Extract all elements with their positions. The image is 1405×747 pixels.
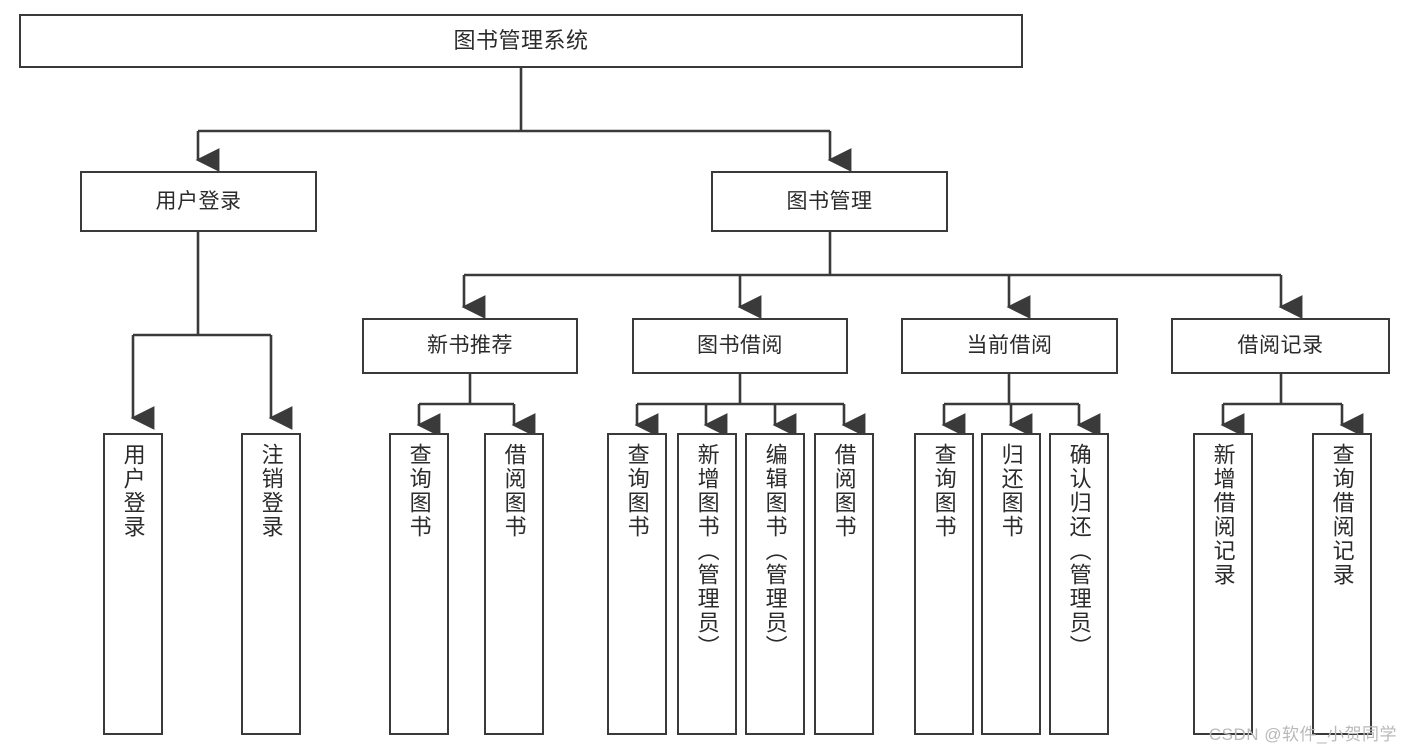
- node-label: 新增图书（管理员）: [694, 443, 720, 659]
- node-leaf-user-login[interactable]: 用户登录: [103, 433, 163, 735]
- node-label: 用户登录: [120, 443, 146, 539]
- node-label: 归还图书: [998, 443, 1024, 539]
- node-leaf-query-borrow-record[interactable]: 查询借阅记录: [1312, 433, 1372, 735]
- node-label: 图书借阅: [697, 334, 783, 358]
- node-leaf-query-book-1[interactable]: 查询图书: [389, 433, 449, 735]
- node-book-manage[interactable]: 图书管理: [711, 171, 948, 232]
- node-label: 查询图书: [406, 443, 432, 539]
- node-label: 查询图书: [931, 443, 957, 539]
- node-label: 借阅图书: [501, 443, 527, 539]
- node-book-borrow[interactable]: 图书借阅: [632, 318, 848, 374]
- node-leaf-borrow-book-2[interactable]: 借阅图书: [814, 433, 874, 735]
- node-user-login[interactable]: 用户登录: [80, 171, 317, 232]
- node-current-borrow[interactable]: 当前借阅: [901, 318, 1118, 374]
- node-label: 确认归还（管理员）: [1066, 443, 1092, 659]
- node-label: 注销登录: [258, 443, 284, 539]
- node-leaf-confirm-return-admin[interactable]: 确认归还（管理员）: [1049, 433, 1109, 735]
- node-label: 借阅记录: [1237, 334, 1324, 358]
- node-leaf-logout[interactable]: 注销登录: [241, 433, 301, 735]
- node-leaf-borrow-book-1[interactable]: 借阅图书: [484, 433, 544, 735]
- node-label: 查询图书: [624, 443, 650, 539]
- node-label: 编辑图书（管理员）: [762, 443, 788, 659]
- watermark-text: CSDN @软件_小贺同学: [1208, 725, 1397, 744]
- node-label: 图书管理系统: [453, 27, 589, 53]
- node-leaf-return-book[interactable]: 归还图书: [981, 433, 1041, 735]
- node-leaf-edit-book-admin[interactable]: 编辑图书（管理员）: [745, 433, 805, 735]
- node-label: 借阅图书: [831, 443, 857, 539]
- node-label: 新增借阅记录: [1210, 443, 1236, 587]
- node-label: 查询借阅记录: [1329, 443, 1355, 587]
- node-root-system[interactable]: 图书管理系统: [19, 14, 1023, 68]
- node-leaf-add-borrow-record[interactable]: 新增借阅记录: [1193, 433, 1253, 735]
- node-leaf-add-book-admin[interactable]: 新增图书（管理员）: [677, 433, 737, 735]
- node-leaf-query-book-2[interactable]: 查询图书: [607, 433, 667, 735]
- node-label: 新书推荐: [427, 334, 513, 358]
- node-label: 用户登录: [155, 189, 242, 213]
- node-label: 图书管理: [786, 189, 873, 213]
- node-new-book-recommend[interactable]: 新书推荐: [362, 318, 578, 374]
- node-leaf-query-book-3[interactable]: 查询图书: [914, 433, 974, 735]
- node-borrow-record[interactable]: 借阅记录: [1171, 318, 1390, 374]
- node-label: 当前借阅: [966, 334, 1053, 358]
